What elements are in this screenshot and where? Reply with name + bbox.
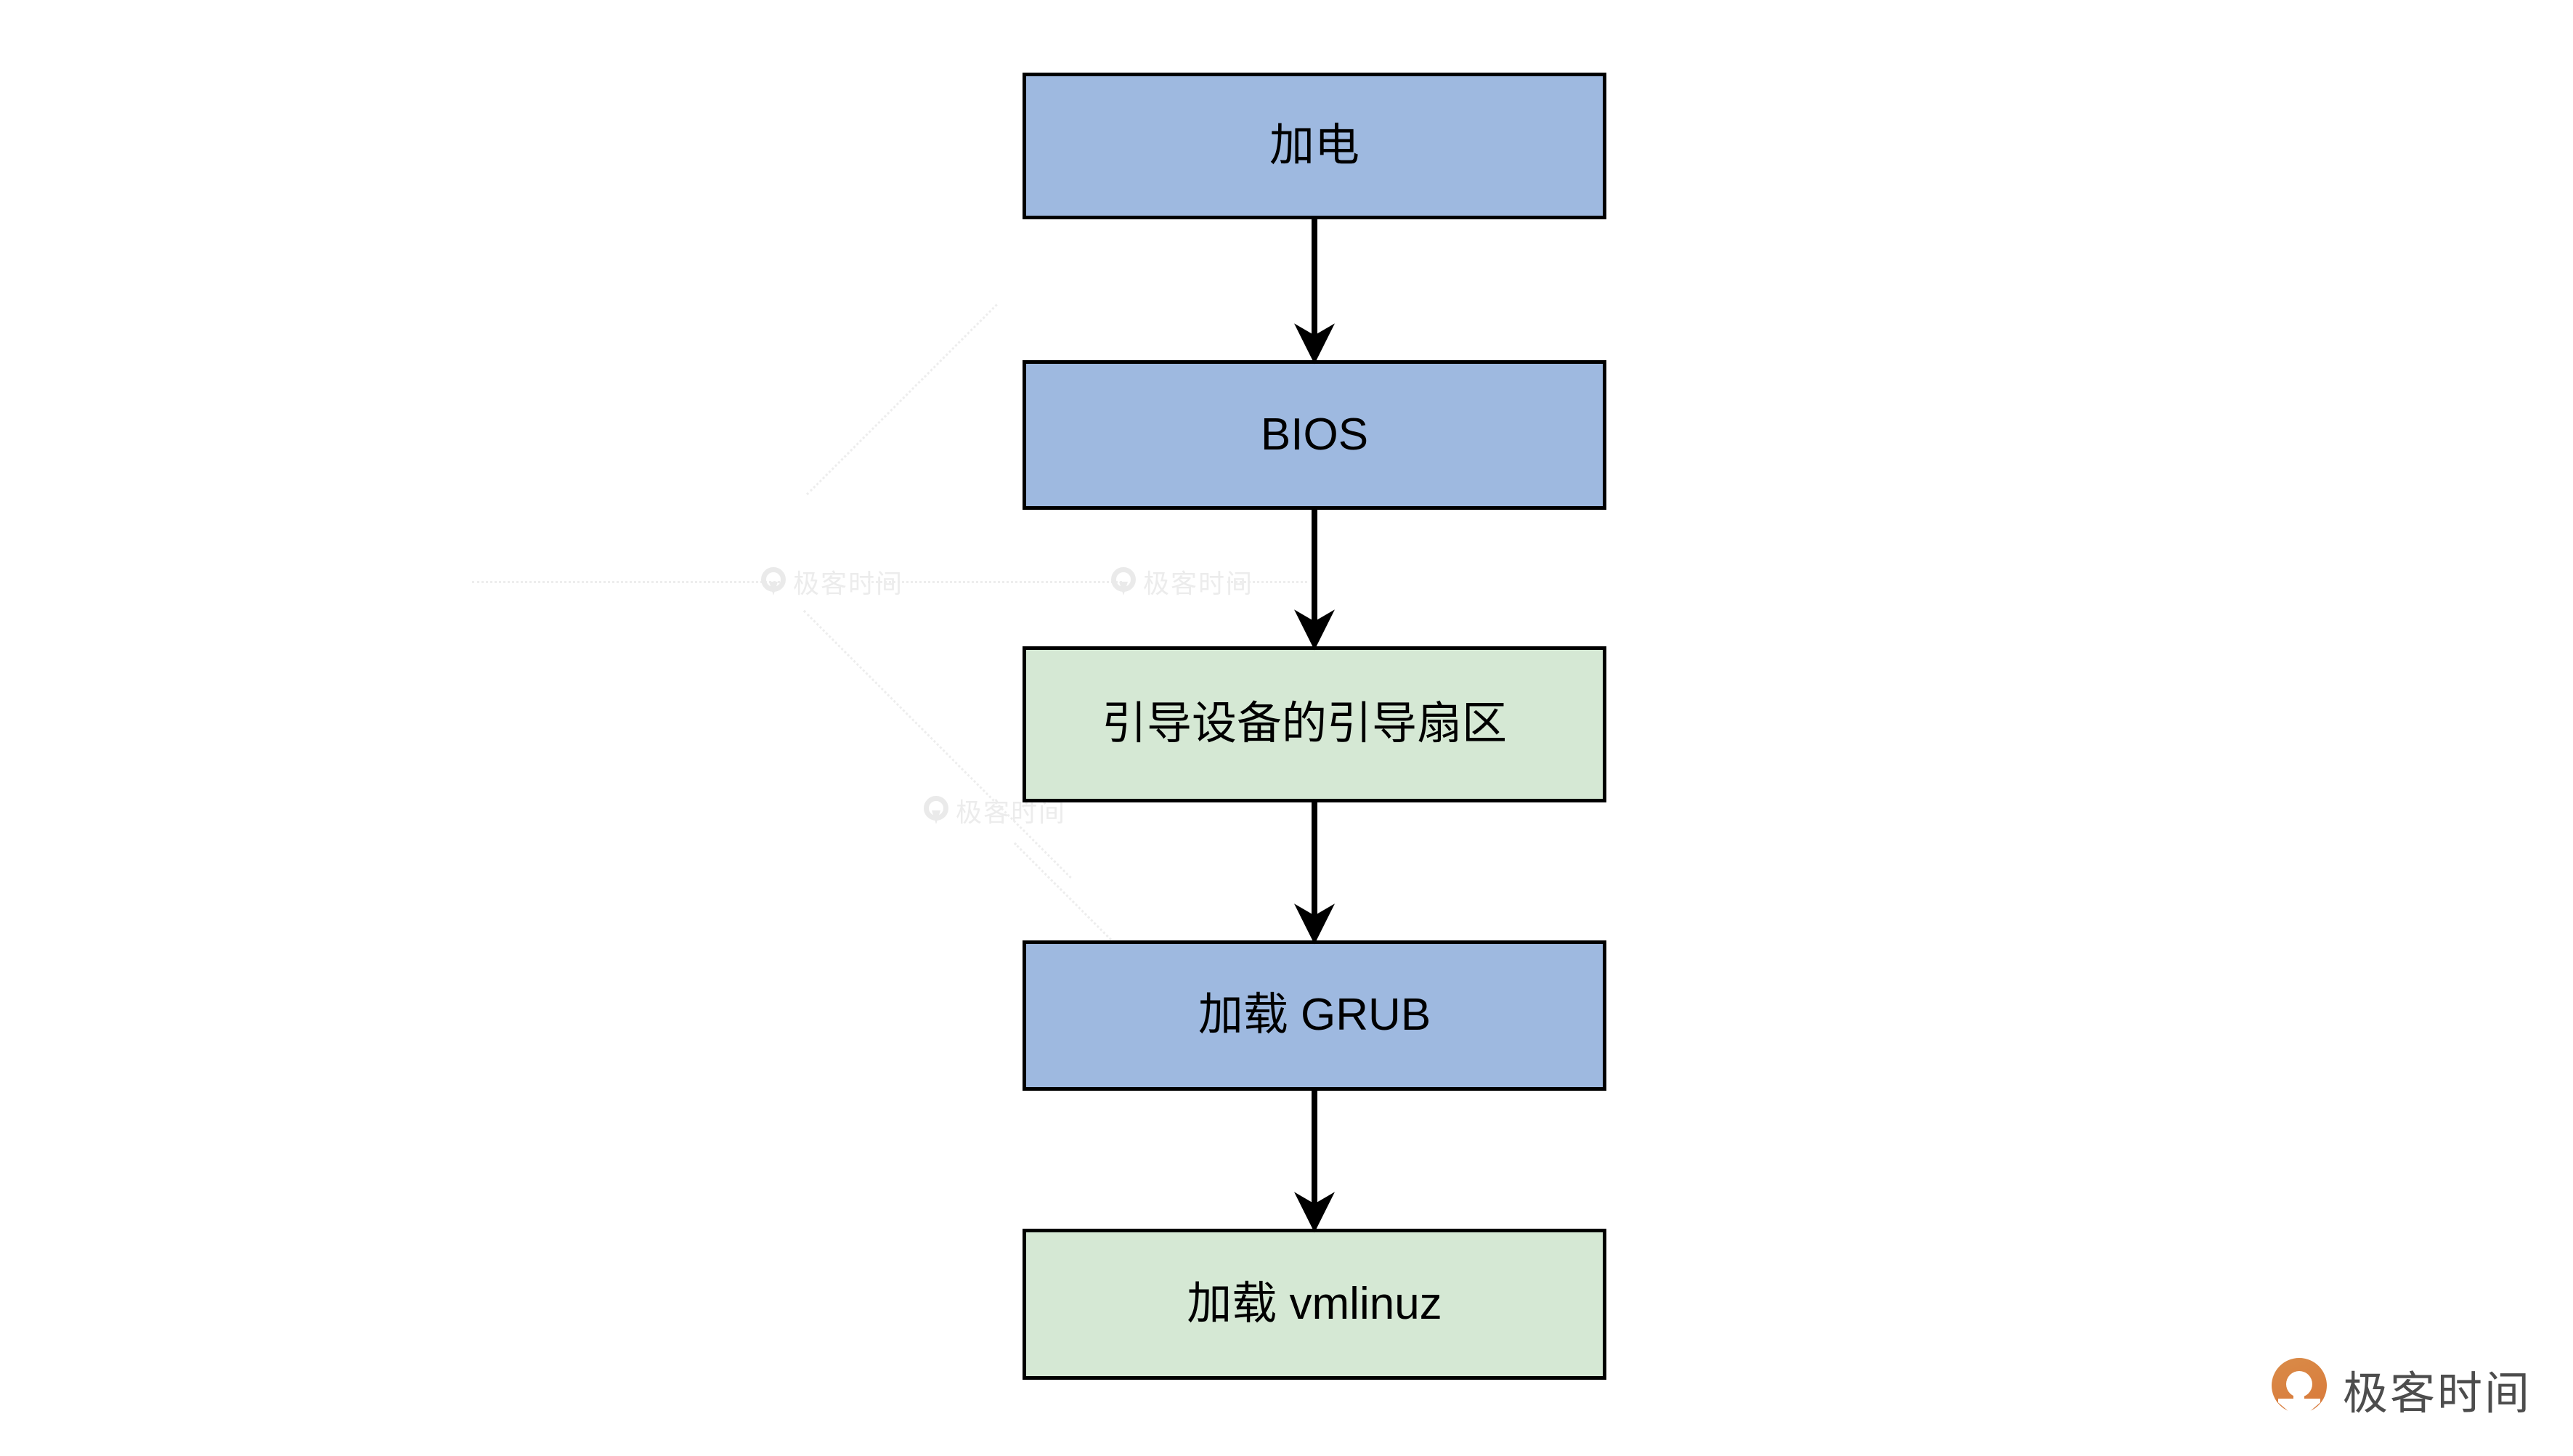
flow-node-label: 引导设备的引导扇区 xyxy=(1101,699,1507,749)
flow-node-load-grub[interactable]: 加载 GRUB xyxy=(1023,940,1606,1091)
flow-node-label: 加电 xyxy=(1269,120,1359,171)
flow-node-power-on[interactable]: 加电 xyxy=(1023,73,1606,219)
geektime-pin-icon xyxy=(2272,1358,2327,1420)
flow-node-label: BIOS xyxy=(1260,409,1369,460)
flow-node-label: 加载 vmlinuz xyxy=(1187,1278,1442,1329)
flow-node-label: 加载 GRUB xyxy=(1198,990,1431,1041)
brand-name: 极客时间 xyxy=(2343,1369,2532,1419)
brand-watermark: 极客时间 xyxy=(2272,1357,2532,1422)
